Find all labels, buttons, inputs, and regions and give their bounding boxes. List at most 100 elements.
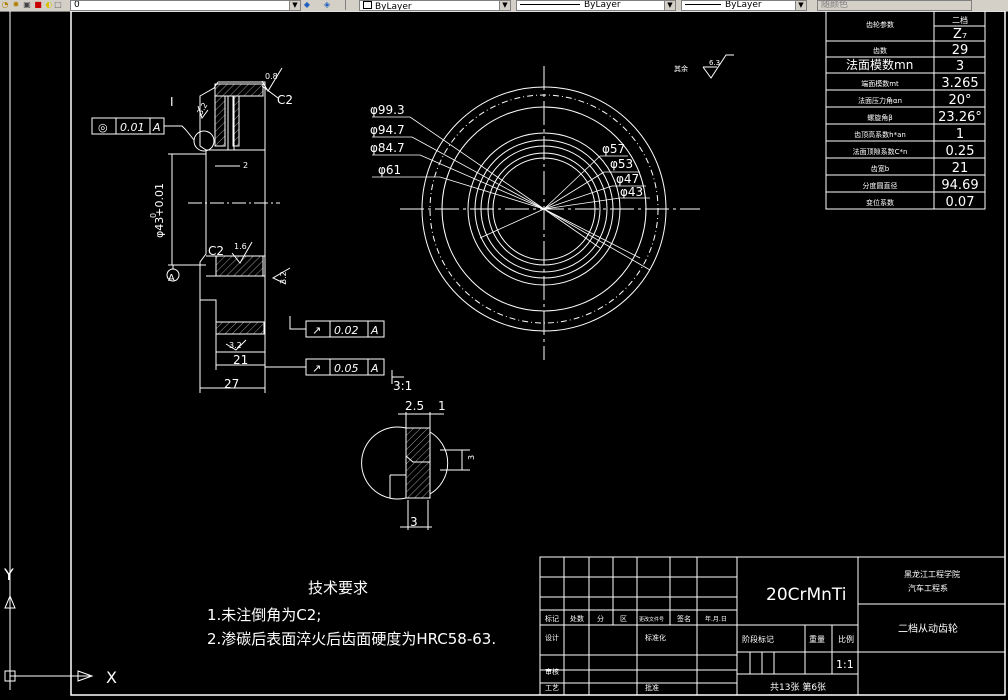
toolbar-separator [345,0,346,10]
linetype-dropdown[interactable]: ByLayer [516,0,667,11]
other-roughness-label: 其余 [674,64,688,73]
dia-94-7: φ94.7 [370,123,405,137]
linetype-value: ByLayer [584,0,621,10]
chamfer-top: C2 [277,93,293,107]
color-value: ByLayer [375,2,412,11]
param-label: 分度圆直径 [863,181,898,190]
bore-dimension-lower: 0 [149,213,158,218]
other-roughness-value: 6.3 [709,59,720,67]
other-roughness-symbol [702,54,734,79]
title-dept: 汽车工程系 [908,583,948,593]
detail-dim-2-5: 2.5 [405,399,424,413]
detail-view [361,412,470,530]
param-label: 螺旋角β [867,113,892,122]
layer-previous-icon[interactable]: ◈ [323,0,331,9]
color-dropdown-arrow[interactable]: ▼ [499,0,511,11]
title-sheets: 共13张 第6张 [770,681,826,693]
plot-icon[interactable]: □ [54,0,62,9]
param-value: 0.25 [946,144,975,159]
lineweight-sample [685,4,721,5]
title-header-5: 签名 [677,614,691,623]
pitch-circle [429,94,659,324]
color-dropdown[interactable]: ByLayer [359,0,502,11]
color-swatch [363,1,372,9]
ucs-icon [4,594,94,682]
dim-21: 21 [233,353,248,367]
bore-circle-43 [492,157,596,261]
dia-61: φ61 [378,163,401,177]
detail-dim-1: 1 [438,399,446,413]
color-swatch-icon[interactable]: ■ [34,0,42,9]
roughness-left: 3.2 [195,101,209,117]
param-value: 20° [948,93,971,108]
title-header-1: 处数 [570,614,584,623]
param-label: 法面压力角αn [858,96,902,105]
tol-1-symbol: ◎ [98,121,108,134]
front-view [372,66,700,360]
bore-circle-47 [487,152,601,266]
tol-1-datum: A [152,121,161,134]
title-review: 审核 [545,667,559,676]
root-circle [441,106,647,312]
param-label: 齿轮参数 [866,20,894,29]
param-label: 齿数 [873,46,887,55]
detail-marker: I [170,95,174,109]
addendum-circle [421,86,667,332]
make-current-icon[interactable]: ◆ [303,0,311,9]
plotstyle-dropdown[interactable]: 随颜色 [817,0,972,11]
sun-icon[interactable]: ◐ [45,0,53,9]
layer-dropdown[interactable]: 0 [70,0,290,11]
param-label: 变位系数 [866,198,894,207]
param-value: 21 [952,161,969,176]
lineweight-dropdown-arrow[interactable]: ▼ [795,0,807,11]
tol-2-value: 0.02 [334,324,359,337]
detail-dim-side: 3 [467,455,476,460]
param-label: 齿宽b [871,164,890,173]
hub-circle-61 [467,132,621,286]
param-value: 1 [956,127,964,142]
dia-57: φ57 [602,142,625,156]
notes-line-1: 1.未注倒角为C2; [207,606,321,624]
layer-value: 0 [74,0,80,10]
title-weight: 重量 [809,634,825,644]
section-view [91,67,404,393]
title-header-0: 标记 [545,614,559,623]
param-value: 3.265 [941,76,978,91]
hub-circle-57 [474,139,614,279]
dia-84-7: φ84.7 [370,141,405,155]
dim-2: 2 [243,161,248,170]
tol-2-datum: A [370,324,379,337]
freeze-icon[interactable]: ✹ [12,0,20,9]
dia-99-3: φ99.3 [370,103,405,117]
title-scale-value: 1:1 [836,658,854,671]
roughness-bottom: 3.2 [229,341,242,350]
layer-dropdown-arrow[interactable]: ▼ [289,0,301,11]
lineweight-dropdown[interactable]: ByLayer [681,0,798,11]
param-table-border [825,11,986,210]
title-block [539,556,1006,696]
roughness-top: 0.8 [265,72,278,81]
bore-dimension: φ43+0.01 [153,183,166,238]
title-process: 工艺 [545,684,559,692]
title-header-2: 分 [597,614,604,623]
lock-icon[interactable]: ▣ [23,0,31,9]
title-part-name: 二档从动齿轮 [898,622,958,635]
notes-line-2: 2.渗碳后表面淬火后齿面硬度为HRC58-63. [207,630,496,648]
title-stage: 阶段标记 [742,634,774,644]
ucs-y-label: Y [3,565,14,584]
tol-3-symbol: ↗ [312,362,321,375]
param-label: 端面模数mt [861,79,899,88]
param-label: 法面顶隙系数C*n [853,147,908,156]
tol-2-symbol: ↗ [312,324,321,337]
plotstyle-value: 随颜色 [821,0,849,10]
datum-a: A [168,273,175,284]
title-header-3: 区 [620,615,627,623]
param-value: 二档 [952,15,968,25]
linetype-dropdown-arrow[interactable]: ▼ [664,0,676,11]
layer-state-icon[interactable]: ◔ [1,0,9,9]
param-value: 0.07 [946,195,975,210]
hub-circle-53 [480,145,608,273]
param-value: 29 [952,43,969,58]
